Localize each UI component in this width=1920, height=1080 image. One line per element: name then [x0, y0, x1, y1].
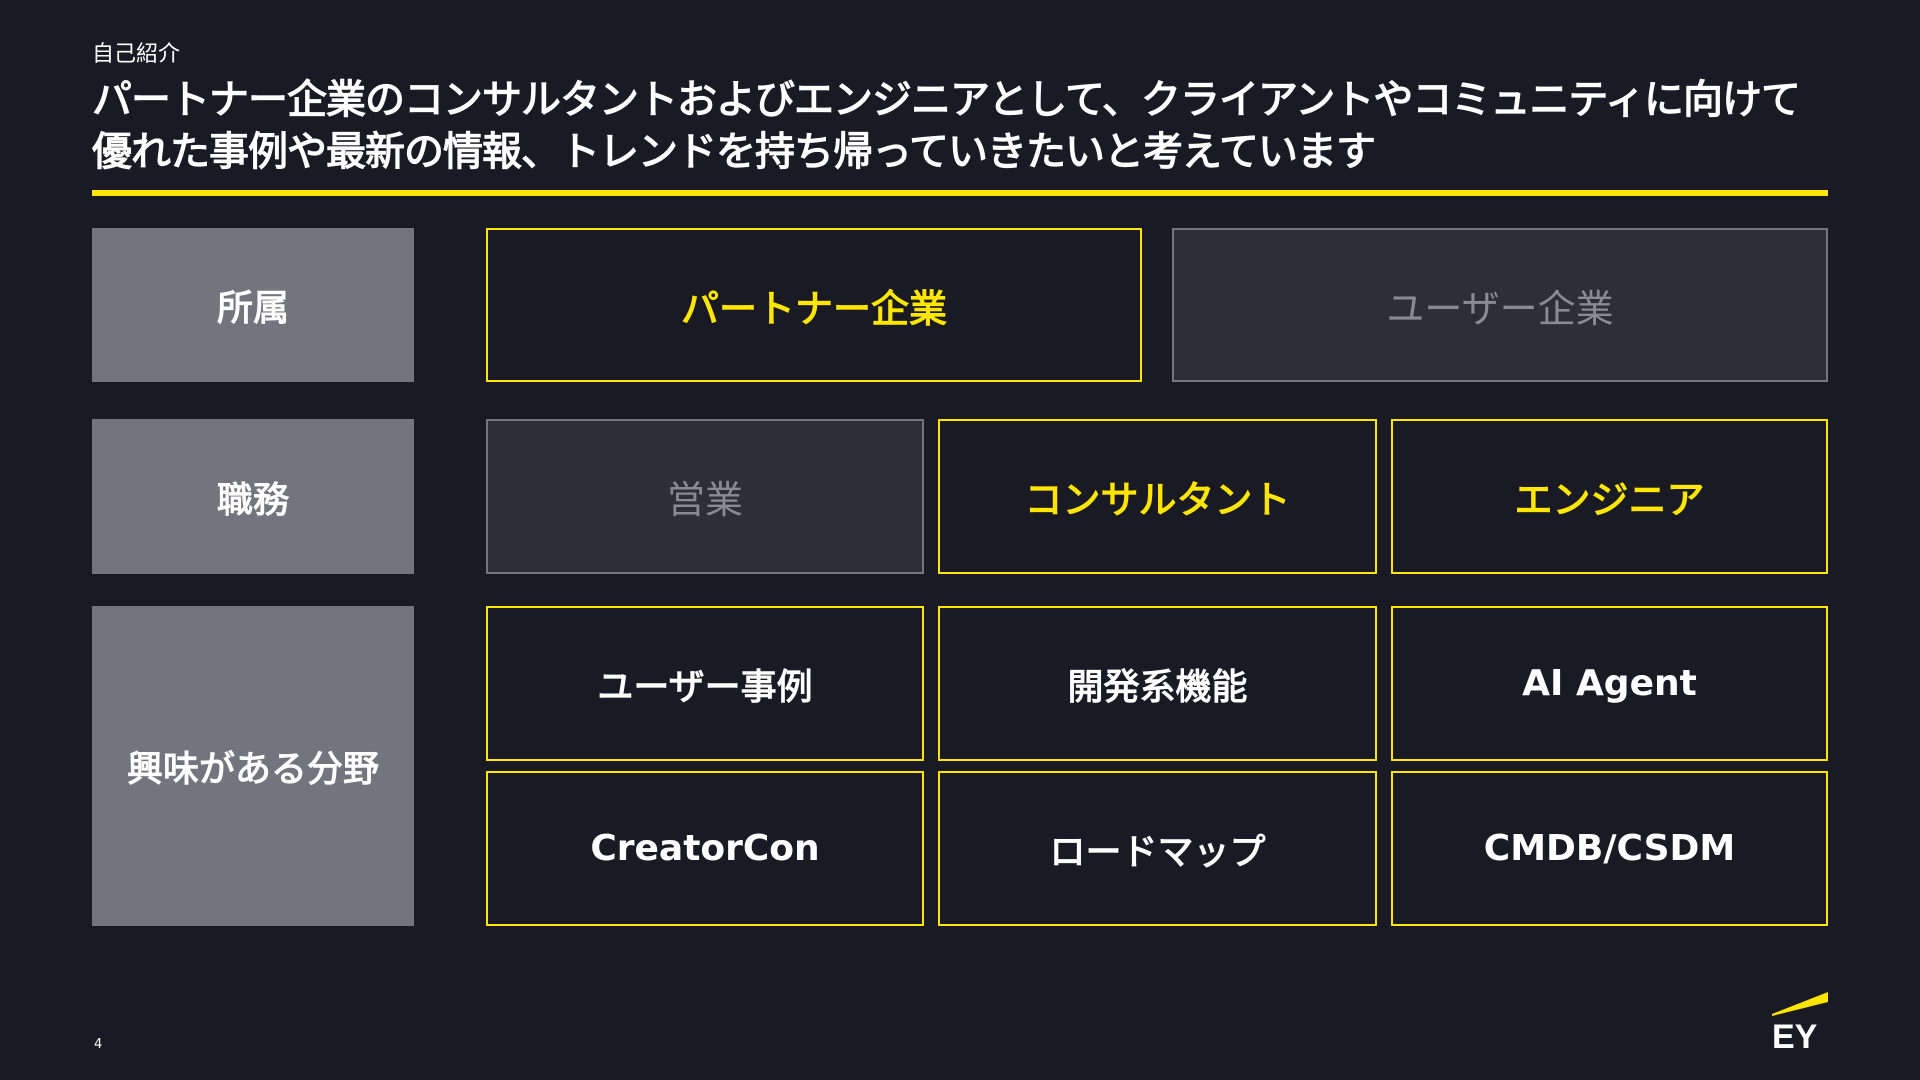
slide-title: パートナー企業のコンサルタントおよびエンジニアとして、クライアントやコミュニティ…	[92, 77, 1801, 175]
interest-item: AI Agent	[1391, 606, 1828, 761]
interest-item: ユーザー事例	[486, 606, 924, 761]
section-label: 自己紹介	[92, 42, 181, 67]
interest-item: CMDB/CSDM	[1391, 771, 1828, 926]
logo-text: EY	[1772, 1018, 1818, 1052]
role-option-sales: 営業	[486, 419, 924, 574]
affiliation-label: 所属	[92, 228, 414, 382]
title-underline	[92, 190, 1828, 196]
page-number: 4	[94, 1037, 103, 1052]
affiliation-option-user: ユーザー企業	[1172, 228, 1828, 382]
interest-item: CreatorCon	[486, 771, 924, 926]
affiliation-option-partner: パートナー企業	[486, 228, 1142, 382]
interests-label: 興味がある分野	[92, 606, 414, 926]
interest-item: 開発系機能	[938, 606, 1377, 761]
ey-logo: EY	[1772, 992, 1828, 1052]
role-option-consultant: コンサルタント	[938, 419, 1377, 574]
role-label: 職務	[92, 419, 414, 574]
role-option-engineer: エンジニア	[1391, 419, 1828, 574]
interest-item: ロードマップ	[938, 771, 1377, 926]
